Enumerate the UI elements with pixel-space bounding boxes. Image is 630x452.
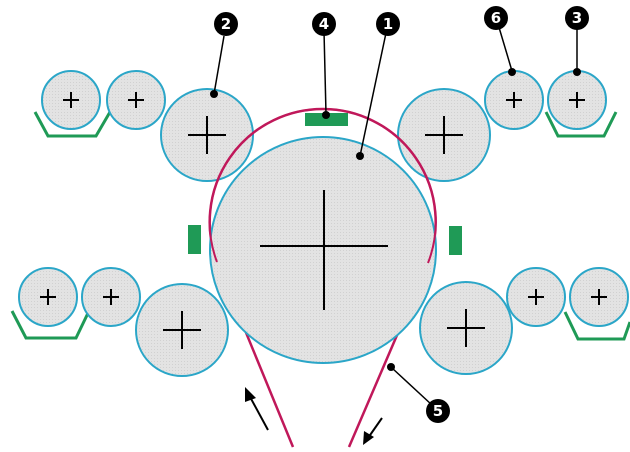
arrow-in [245,387,269,431]
impression-cylinder [209,136,437,364]
roller-bottom-right-outer [569,267,629,327]
callout-1-label: 1 [383,15,393,33]
plate-cylinders [135,88,513,377]
roller-top-right-inner [484,70,544,130]
roller-bottom-left-outer [18,267,78,327]
callout-6-label: 6 [491,9,501,27]
callout-2-label: 2 [221,15,231,33]
small-rollers [18,70,629,327]
roller-top-left-inner [106,70,166,130]
callout-3: 3 [565,6,589,30]
roller-top-right-outer [547,70,607,130]
callout-3-label: 3 [572,9,582,27]
dryers [188,113,462,255]
callout-4: 4 [312,12,336,36]
dryer-top [305,113,348,126]
callout-4-label: 4 [319,15,329,33]
callout-5: 5 [426,399,450,423]
plate-cylinder-top-right [397,88,491,182]
callout-leaders [213,23,578,406]
leader-dots [210,68,581,371]
callout-5-label: 5 [433,402,443,420]
callout-2: 2 [214,12,238,36]
arrow-out [363,417,383,445]
roller-bottom-right-inner [506,267,566,327]
plate-cylinder-bottom-right [419,281,513,375]
tray-top-right [544,111,618,138]
dryer-left [188,225,201,254]
callout-1: 1 [376,12,400,36]
plate-cylinder-bottom-left [135,283,229,377]
tray-bottom-left [10,310,91,340]
roller-bottom-left-inner [81,267,141,327]
web-wrap [208,108,437,264]
roller-top-left-outer [41,70,101,130]
tray-top-left [33,111,112,138]
plate-cylinder-top-left [160,88,254,182]
ink-trays [10,111,630,341]
tray-bottom-right [563,311,630,341]
dryer-right [449,226,462,255]
direction-arrows [245,387,383,445]
callout-6: 6 [484,6,508,30]
